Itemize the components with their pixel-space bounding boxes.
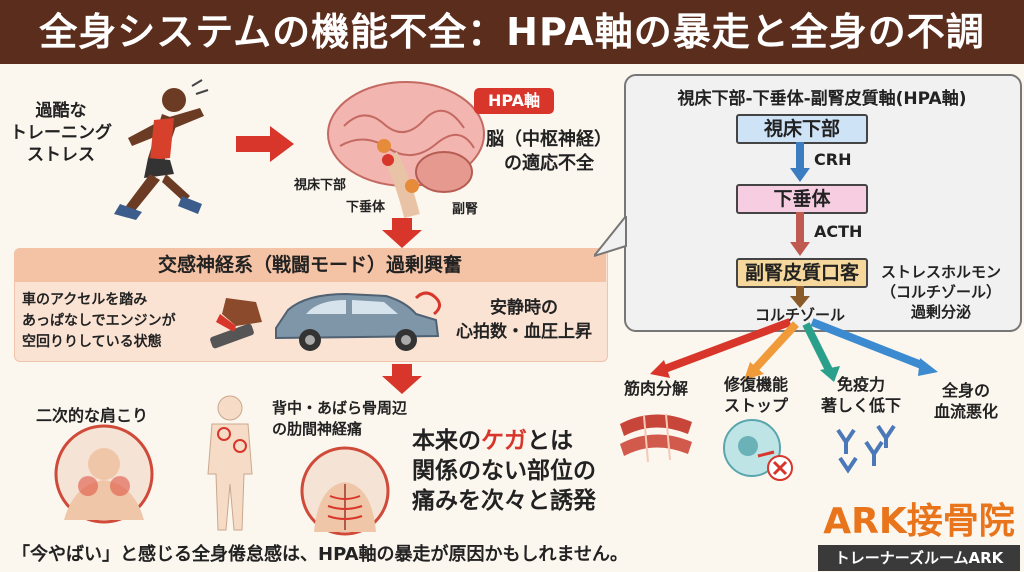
sympathetic-title: 交感神経系（戦闘モード）過剰興奮 — [157, 254, 462, 276]
hpa-node-adrenal-cortex: 副腎皮質口客 — [736, 258, 868, 288]
arrow-right-icon — [236, 126, 294, 162]
brain-caption: 脳（中枢神経） の適応不全 — [486, 129, 612, 174]
back-pain-illustration — [300, 446, 390, 536]
label-adrenal: 副腎 — [452, 202, 479, 217]
pain-main-text: 本来のケガとは 関係のない部位の 痛みを次々と誘発 — [412, 428, 596, 514]
hpa-node-pituitary: 下垂体 — [736, 184, 868, 214]
hormone-acth: ACTH — [814, 222, 863, 241]
label-hypothalamus: 視床下部 — [294, 178, 347, 193]
hpa-node-hypothalamus: 視床下部 — [736, 114, 868, 144]
shoulder-pain-illustration — [54, 424, 154, 524]
sympathetic-metaphor: 車のアクセルを踏み あっぱなしでエンジンが 空回りりしている状態 — [22, 292, 176, 350]
cortisol-output: コルチゾール — [754, 306, 845, 324]
footer-statement: 「今やばい」と感じる全身倦怠感は、HPA軸の暴走が原因かもしれません。 — [12, 544, 628, 565]
shoulder-pain-label: 二次的な肩こり — [36, 406, 149, 425]
car-icon — [275, 291, 441, 351]
body-outline-icon — [207, 395, 253, 531]
sympathetic-header — [14, 248, 606, 282]
effect-muscle-breakdown: 筋肉分解 — [623, 379, 688, 398]
muscle-fiber-icon — [620, 413, 692, 463]
brain-illustration — [327, 81, 485, 218]
arrow-down-icon — [790, 142, 810, 182]
title-banner — [0, 0, 1024, 64]
arrow-down-icon — [382, 218, 422, 248]
brand-subtitle: トレーナーズルームARK — [818, 545, 1020, 571]
page-title: 全身システムの機能不全：HPA軸の暴走と全身の不調 — [39, 10, 985, 54]
arrow-down-icon — [790, 286, 810, 308]
hpa-tag: HPA軸 — [474, 88, 554, 114]
stress-hormone-note: ストレスホルモン （コルチゾール） 過剰分泌 — [880, 263, 1001, 321]
brand-logo: ARK接骨院 — [823, 501, 1015, 542]
arrow-down-icon — [382, 364, 422, 394]
pedal-foot-icon — [210, 298, 262, 349]
callout-pointer — [594, 216, 627, 258]
effect-arrows — [650, 318, 938, 382]
hormone-crh: CRH — [814, 150, 852, 169]
sympathetic-result: 安静時の 心拍数・血圧上昇 — [456, 298, 592, 342]
stress-label: 過酷な トレーニング ストレス — [10, 101, 112, 165]
hpa-title: 視床下部-下垂体-副腎皮質軸(HPA軸) — [677, 89, 967, 109]
label-pituitary: 下垂体 — [346, 200, 386, 215]
back-pain-label: 背中・あばら骨周辺 の肋間神経痛 — [272, 399, 408, 438]
runner-illustration — [114, 79, 209, 220]
antibody-icon — [836, 424, 896, 474]
arrow-down-icon — [790, 212, 810, 256]
effect-immunity-drop: 免疫力 著しく低下 — [820, 375, 901, 415]
cell-repair-icon — [723, 419, 793, 481]
effect-repair-stop: 修復機能 ストップ — [723, 375, 788, 415]
effect-bloodflow: 全身の 血流悪化 — [933, 381, 998, 421]
